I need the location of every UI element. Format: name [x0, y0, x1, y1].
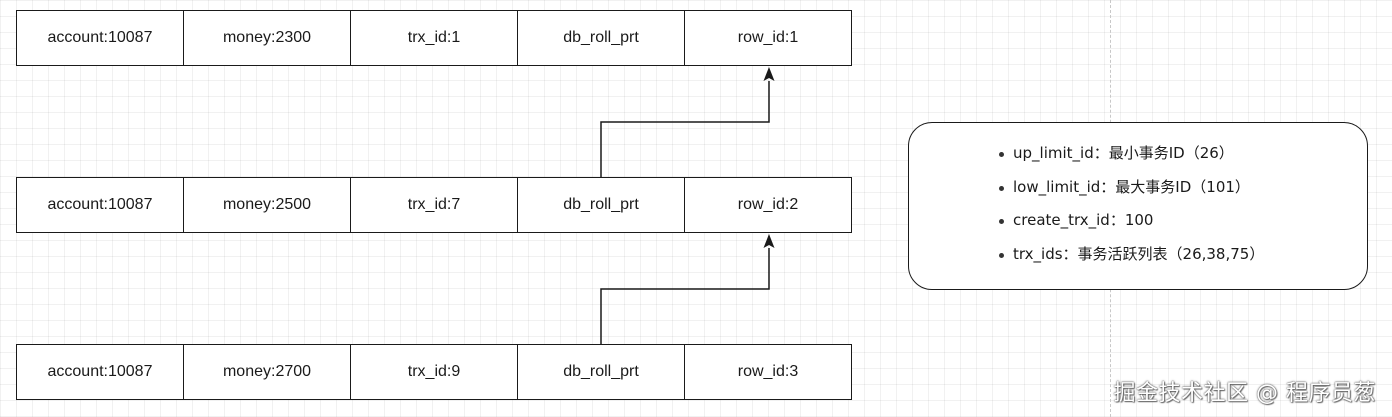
account-cell: account:10087: [17, 345, 184, 399]
money-cell: money:2500: [184, 178, 351, 232]
record-row-2: account:10087 money:2500 trx_id:7 db_rol…: [16, 177, 852, 233]
list-item: up_limit_id：最小事务ID（26）: [999, 144, 1367, 162]
read-view-box: up_limit_id：最小事务ID（26） low_limit_id：最大事务…: [908, 122, 1368, 290]
read-view-create-trx-id: create_trx_id：100: [1013, 211, 1154, 229]
trx-id-cell: trx_id:1: [351, 11, 518, 65]
row-id-cell: row_id:2: [737, 196, 799, 213]
row-id-cell: row_id:1: [737, 29, 799, 46]
row-id-cell: row_id:3: [737, 363, 799, 380]
watermark: 掘金技术社区 @ 程序员葱: [1113, 381, 1376, 406]
trx-id-cell: trx_id:7: [351, 178, 518, 232]
account-cell: account:10087: [17, 178, 184, 232]
read-view-list: up_limit_id：最小事务ID（26） low_limit_id：最大事务…: [909, 145, 1367, 263]
roll-pointer-cell: db_roll_prt: [518, 11, 685, 65]
read-view-trx-ids: trx_ids：事务活跃列表（26,38,75）: [1013, 244, 1265, 263]
record-row-3: account:10087 money:2700 trx_id:9 db_rol…: [16, 344, 852, 400]
roll-pointer-cell: db_roll_prt: [518, 178, 685, 232]
pointer-arrow-row2-to-row1: [600, 81, 770, 177]
account-cell: account:10087: [17, 11, 184, 65]
bullet-icon: [999, 152, 1004, 157]
read-view-low-limit-id: low_limit_id：最大事务ID（101）: [1013, 177, 1250, 196]
money-cell: money:2700: [184, 345, 351, 399]
pointer-arrow-row3-to-row2: [600, 248, 770, 344]
list-item: trx_ids：事务活跃列表（26,38,75）: [999, 244, 1367, 263]
record-row-1: account:10087 money:2300 trx_id:1 db_rol…: [16, 10, 852, 66]
trx-id-cell: trx_id:9: [351, 345, 518, 399]
bullet-icon: [999, 185, 1004, 191]
arrowhead-row1: [763, 67, 775, 81]
money-cell: money:2300: [184, 11, 351, 65]
roll-pointer-cell: db_roll_prt: [518, 345, 685, 399]
arrowhead-row2: [763, 234, 775, 248]
bullet-icon: [999, 252, 1004, 258]
read-view-up-limit-id: up_limit_id：最小事务ID（26）: [1013, 144, 1234, 162]
list-item: low_limit_id：最大事务ID（101）: [999, 177, 1367, 196]
list-item: create_trx_id：100: [999, 211, 1367, 229]
bullet-icon: [999, 219, 1004, 224]
